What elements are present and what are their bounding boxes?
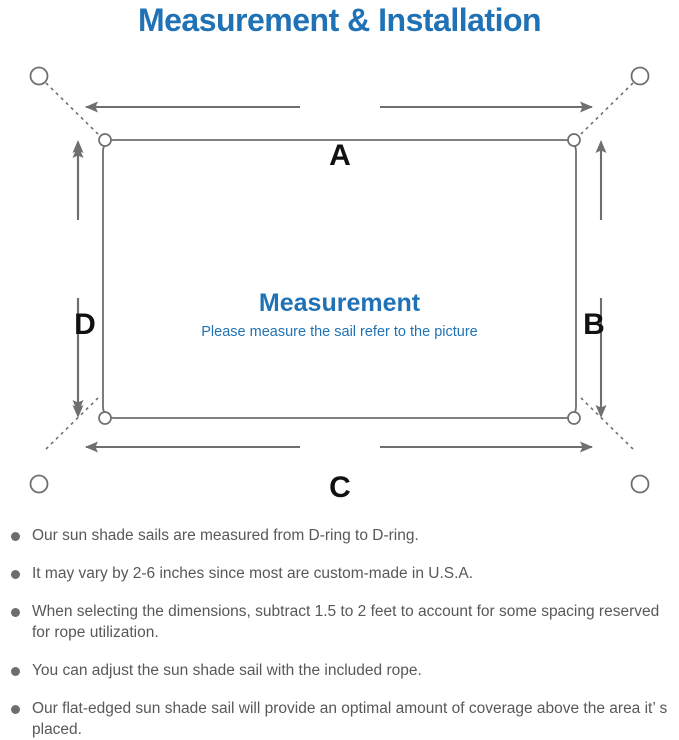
note-text: When selecting the dimensions, subtract … — [32, 603, 660, 641]
d-ring-bottom-left — [98, 411, 112, 425]
notes-list: Our sun shade sails are measured from D-… — [0, 525, 679, 740]
dimension-line-b — [595, 140, 607, 418]
post-ring-bottom-left — [29, 474, 49, 494]
note-text: It may vary by 2-6 inches since most are… — [32, 565, 474, 582]
note-item: Our sun shade sails are measured from D-… — [0, 525, 679, 546]
note-text: Our sun shade sails are measured from D-… — [32, 527, 419, 544]
post-ring-bottom-right — [630, 474, 650, 494]
dimension-label-a: A — [329, 139, 351, 172]
dimension-label-d: D — [74, 308, 96, 341]
bullet-icon — [11, 608, 20, 617]
rope-lines — [45, 82, 634, 450]
note-item: When selecting the dimensions, subtract … — [0, 601, 679, 643]
diagram-canvas — [29, 66, 650, 494]
dimension-label-b: B — [583, 308, 605, 341]
measurement-diagram: Measurement Please measure the sail refe… — [0, 48, 679, 513]
d-ring-bottom-right — [567, 411, 581, 425]
rope-top-right — [580, 82, 634, 135]
bullet-icon — [11, 667, 20, 676]
note-item: It may vary by 2-6 inches since most are… — [0, 563, 679, 584]
post-rings — [29, 66, 650, 494]
bullet-icon — [11, 570, 20, 579]
dimension-line-d-arrows — [72, 140, 84, 418]
note-item: Our flat-edged sun shade sail will provi… — [0, 698, 679, 740]
rope-bottom-right — [580, 397, 634, 450]
post-ring-top-left — [29, 66, 49, 86]
note-text: You can adjust the sun shade sail with t… — [32, 662, 422, 679]
note-text: Our flat-edged sun shade sail will provi… — [32, 700, 668, 738]
page-title: Measurement & Installation — [137, 2, 542, 38]
d-rings — [98, 133, 581, 425]
sail-body — [102, 139, 577, 419]
bullet-icon — [11, 532, 20, 541]
note-item: You can adjust the sun shade sail with t… — [0, 660, 679, 681]
bullet-icon — [11, 705, 20, 714]
dimension-label-c: C — [329, 471, 351, 504]
rope-top-left — [45, 82, 99, 135]
rope-bottom-left — [45, 397, 99, 450]
d-ring-top-right — [567, 133, 581, 147]
d-ring-top-left — [98, 133, 112, 147]
post-ring-top-right — [630, 66, 650, 86]
